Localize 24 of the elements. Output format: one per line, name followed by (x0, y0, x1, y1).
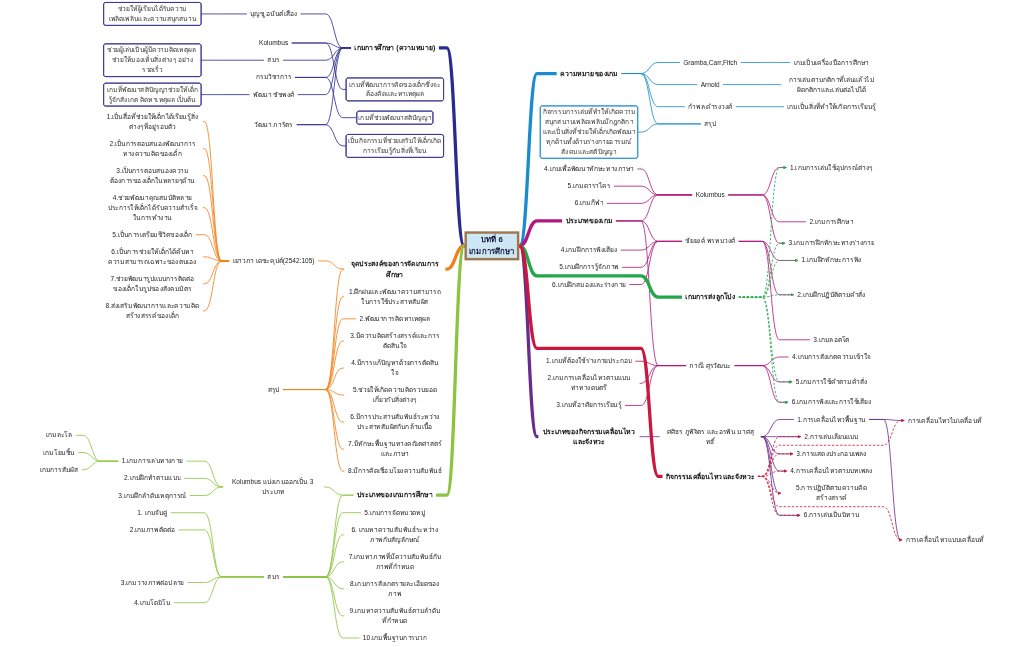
connector (282, 389, 346, 472)
connector (282, 576, 361, 639)
connector (81, 460, 120, 471)
connector (291, 42, 347, 90)
connector (173, 576, 265, 604)
connector (297, 47, 352, 96)
connector (735, 106, 785, 108)
connector (200, 59, 265, 61)
connector (189, 486, 224, 496)
connector (740, 62, 792, 63)
connector (639, 436, 661, 438)
connector (296, 124, 347, 147)
connector (722, 84, 782, 85)
connector (624, 365, 687, 406)
connector (518, 219, 563, 248)
connector (296, 47, 352, 126)
connector (606, 194, 693, 204)
connector (317, 260, 346, 270)
connector (294, 77, 358, 119)
connector (629, 240, 683, 285)
connector (637, 123, 702, 133)
connector (200, 94, 251, 96)
connector (200, 13, 248, 15)
connector (202, 260, 231, 312)
